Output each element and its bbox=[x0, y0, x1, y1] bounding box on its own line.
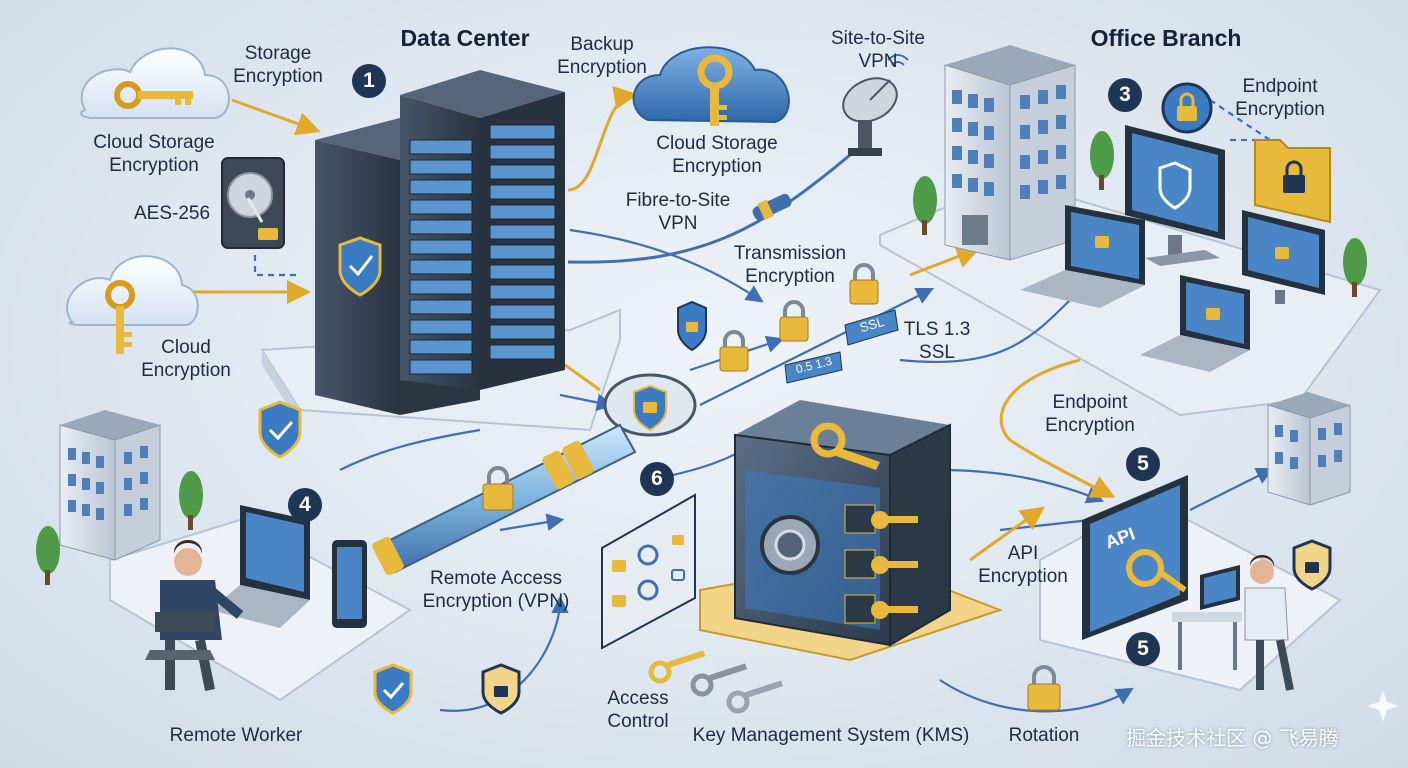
cloud-storage-cloud-left bbox=[80, 47, 230, 119]
server-racks bbox=[315, 70, 565, 415]
remote-worker-label: Remote Worker bbox=[169, 725, 303, 746]
cloud-encryption-label: Cloud Encryption bbox=[141, 337, 231, 381]
endpoint-lock-badge bbox=[1161, 82, 1213, 134]
api-panel bbox=[1082, 475, 1188, 640]
ssl-tag-shape bbox=[844, 309, 899, 346]
step-number-6: 6 bbox=[640, 462, 674, 496]
gold-arrows bbox=[190, 85, 1116, 562]
remote-phone bbox=[332, 540, 367, 628]
step-number-4: 4 bbox=[288, 488, 322, 522]
remote-access-encryption-label: Remote Access Encryption (VPN) bbox=[422, 568, 570, 612]
remote-building bbox=[59, 410, 161, 561]
access-control-label: Access Control bbox=[607, 688, 669, 732]
office-branch-title: Office Branch bbox=[1090, 25, 1242, 51]
step-number-5-upper: 5 bbox=[1126, 447, 1160, 481]
backup-cloud bbox=[632, 46, 790, 126]
rotation-label: Rotation bbox=[1008, 725, 1080, 746]
transmission-locks bbox=[719, 263, 879, 372]
remote-person bbox=[145, 539, 244, 691]
fibre-to-site-vpn-label: Fibre-to-Site VPN bbox=[625, 190, 731, 234]
office-monitor-2 bbox=[1242, 210, 1325, 304]
api-building bbox=[1267, 392, 1351, 506]
step-number-1: 1 bbox=[352, 64, 386, 98]
trees bbox=[36, 131, 1367, 585]
shield-check-bottom bbox=[373, 663, 413, 715]
access-control-panel bbox=[601, 493, 696, 650]
tls-ssl-label: TLS 1.3 SSL bbox=[903, 319, 971, 363]
shield-lock-right bbox=[1292, 539, 1332, 591]
hard-drive-icon bbox=[221, 157, 285, 249]
watermark-text: 掘金技术社区 @ 飞易腾 bbox=[1126, 726, 1339, 750]
cloud-encryption-cloud bbox=[66, 255, 199, 354]
sparkle-icon bbox=[1367, 690, 1399, 722]
folder-lock-icon bbox=[1254, 139, 1331, 224]
central-hub bbox=[603, 373, 697, 437]
kms-label: Key Management System (KMS) bbox=[692, 725, 970, 746]
cloud-storage-encryption-left-label: Cloud Storage Encryption bbox=[93, 132, 215, 176]
office-laptop-1 bbox=[1020, 205, 1145, 308]
office-monitor bbox=[1125, 125, 1225, 266]
keys-group bbox=[648, 650, 784, 714]
office-building bbox=[944, 45, 1076, 261]
shield-check-left bbox=[258, 400, 302, 459]
transmission-encryption-label: Transmission Encryption bbox=[733, 243, 847, 287]
rotation-lock bbox=[1027, 665, 1061, 711]
tls-tag-shape bbox=[784, 351, 843, 384]
fibre-connector bbox=[752, 193, 792, 221]
storage-encryption-label: Storage Encryption bbox=[233, 43, 323, 87]
step-number-3: 3 bbox=[1108, 78, 1142, 112]
vpn-tunnel-pipe bbox=[372, 423, 637, 576]
endpoint-encryption-top-label: Endpoint Encryption bbox=[1235, 76, 1325, 120]
step-number-5-lower: 5 bbox=[1126, 632, 1160, 666]
site-to-site-vpn-label: Site-to-Site VPN bbox=[831, 28, 925, 72]
kms-vault bbox=[734, 400, 951, 647]
cloud-storage-encryption-top-label: Cloud Storage Encryption bbox=[656, 133, 778, 177]
shield-lock-small bbox=[677, 300, 707, 352]
remote-laptop bbox=[210, 505, 310, 628]
connection-lines bbox=[253, 99, 1280, 713]
backup-encryption-label: Backup Encryption bbox=[557, 34, 647, 78]
data-center-title: Data Center bbox=[400, 25, 530, 51]
satellite-dish-icon bbox=[842, 54, 909, 156]
endpoint-encryption-mid-label: Endpoint Encryption bbox=[1045, 392, 1135, 436]
aes-256-label: AES-256 bbox=[133, 203, 211, 224]
shield-lock-bottom bbox=[481, 663, 521, 715]
api-encryption-label: API Encryption bbox=[978, 543, 1068, 587]
api-person bbox=[1172, 554, 1294, 691]
office-laptop-2 bbox=[1140, 275, 1250, 372]
